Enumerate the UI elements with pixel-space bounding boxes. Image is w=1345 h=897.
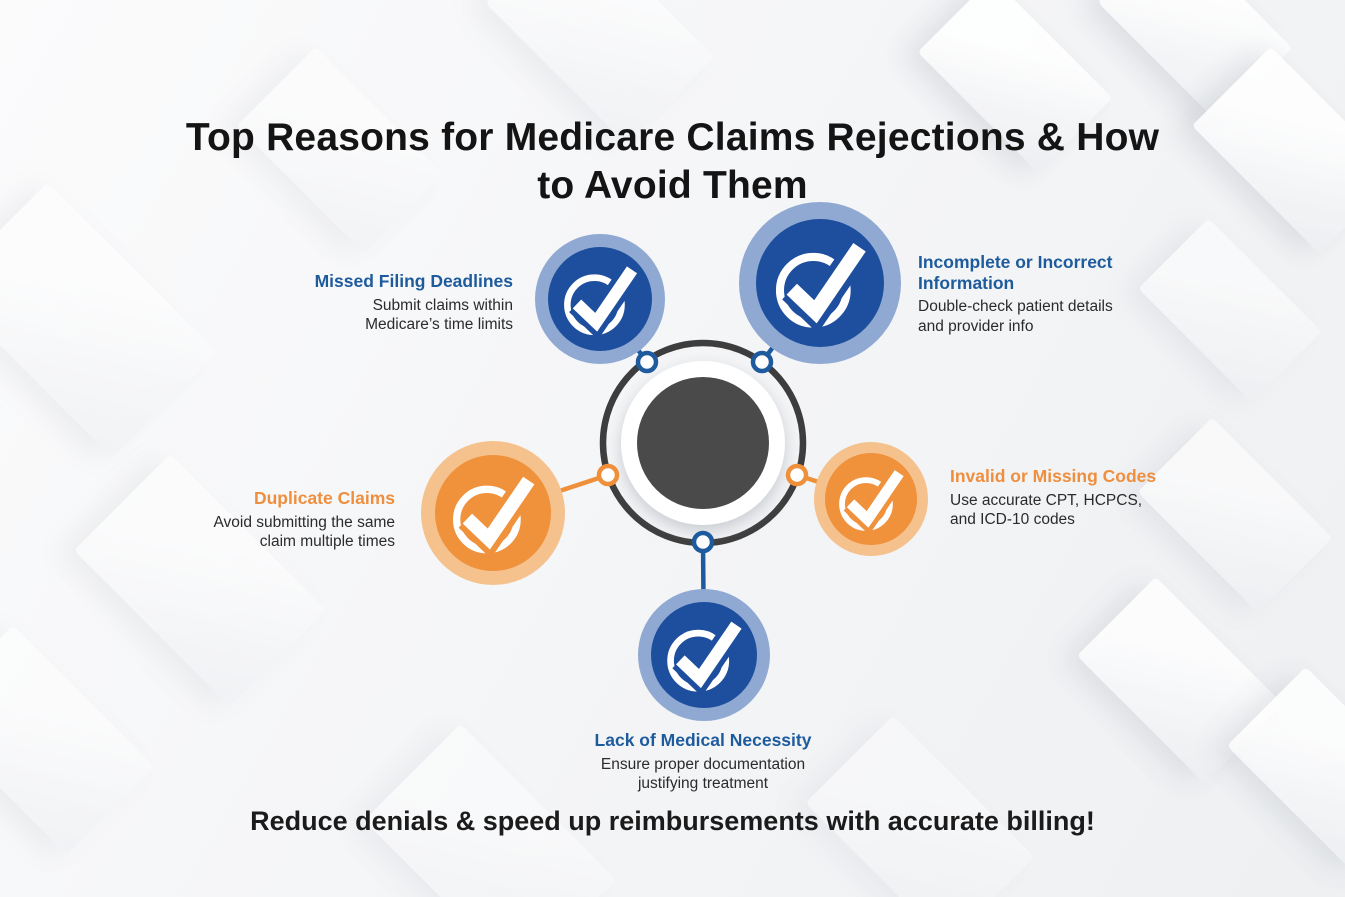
check-circle-icon: [766, 229, 874, 337]
item-label: Invalid or Missing Codes: [950, 466, 1157, 486]
item-label: Missed Filing Deadlines: [314, 271, 513, 291]
item-description: Double-check patient details and provide…: [918, 298, 1113, 335]
item-label: Incomplete or Incorrect Information: [918, 252, 1113, 293]
spoke-lack-of-medical-necessity: [638, 589, 770, 721]
spoke-duplicate-claims: [421, 441, 565, 585]
item-description: Submit claims within Medicare’s time lim…: [365, 296, 513, 333]
connector-node: [785, 463, 809, 487]
check-circle-icon: [659, 610, 748, 699]
spoke-invalid-missing-codes: [814, 442, 928, 556]
spoke-missed-filing-deadlines: [535, 234, 665, 364]
check-circle-icon: [444, 464, 541, 561]
tagline: Reduce denials & speed up reimbursements…: [250, 806, 1095, 836]
connector-node: [750, 350, 774, 374]
item-lack-of-medical-necessity: Lack of Medical Necessity Ensure proper …: [553, 730, 853, 793]
item-disc: [435, 455, 551, 571]
item-invalid-missing-codes: Invalid or Missing Codes Use accurate CP…: [950, 466, 1165, 529]
connector-node: [691, 530, 715, 554]
item-disc: [548, 247, 652, 351]
hub-center-disc: [637, 377, 769, 509]
item-description: Ensure proper documentation justifying t…: [600, 755, 806, 792]
page-title: Top Reasons for Medicare Claims Rejectio…: [185, 116, 1160, 208]
item-label: Lack of Medical Necessity: [594, 730, 812, 750]
connector-node: [596, 463, 620, 487]
item-description: Avoid submitting the same claim multiple…: [213, 513, 395, 550]
item-description: Use accurate CPT, HCPCS, and ICD-10 code…: [950, 491, 1143, 528]
check-circle-icon: [556, 255, 643, 342]
central-hub: [599, 339, 807, 547]
item-duplicate-claims: Duplicate Claims Avoid submitting the sa…: [165, 488, 395, 551]
item-incomplete-information: Incomplete or Incorrect Information Doub…: [918, 252, 1133, 336]
spoke-incomplete-information: [739, 202, 901, 364]
item-disc: [825, 453, 917, 545]
item-missed-filing-deadlines: Missed Filing Deadlines Submit claims wi…: [283, 271, 513, 334]
check-circle-icon: [832, 460, 909, 537]
item-label: Duplicate Claims: [253, 488, 395, 508]
item-disc: [756, 219, 884, 347]
item-disc: [651, 602, 757, 708]
connector-nodes: [596, 350, 809, 554]
connector-node: [635, 350, 659, 374]
